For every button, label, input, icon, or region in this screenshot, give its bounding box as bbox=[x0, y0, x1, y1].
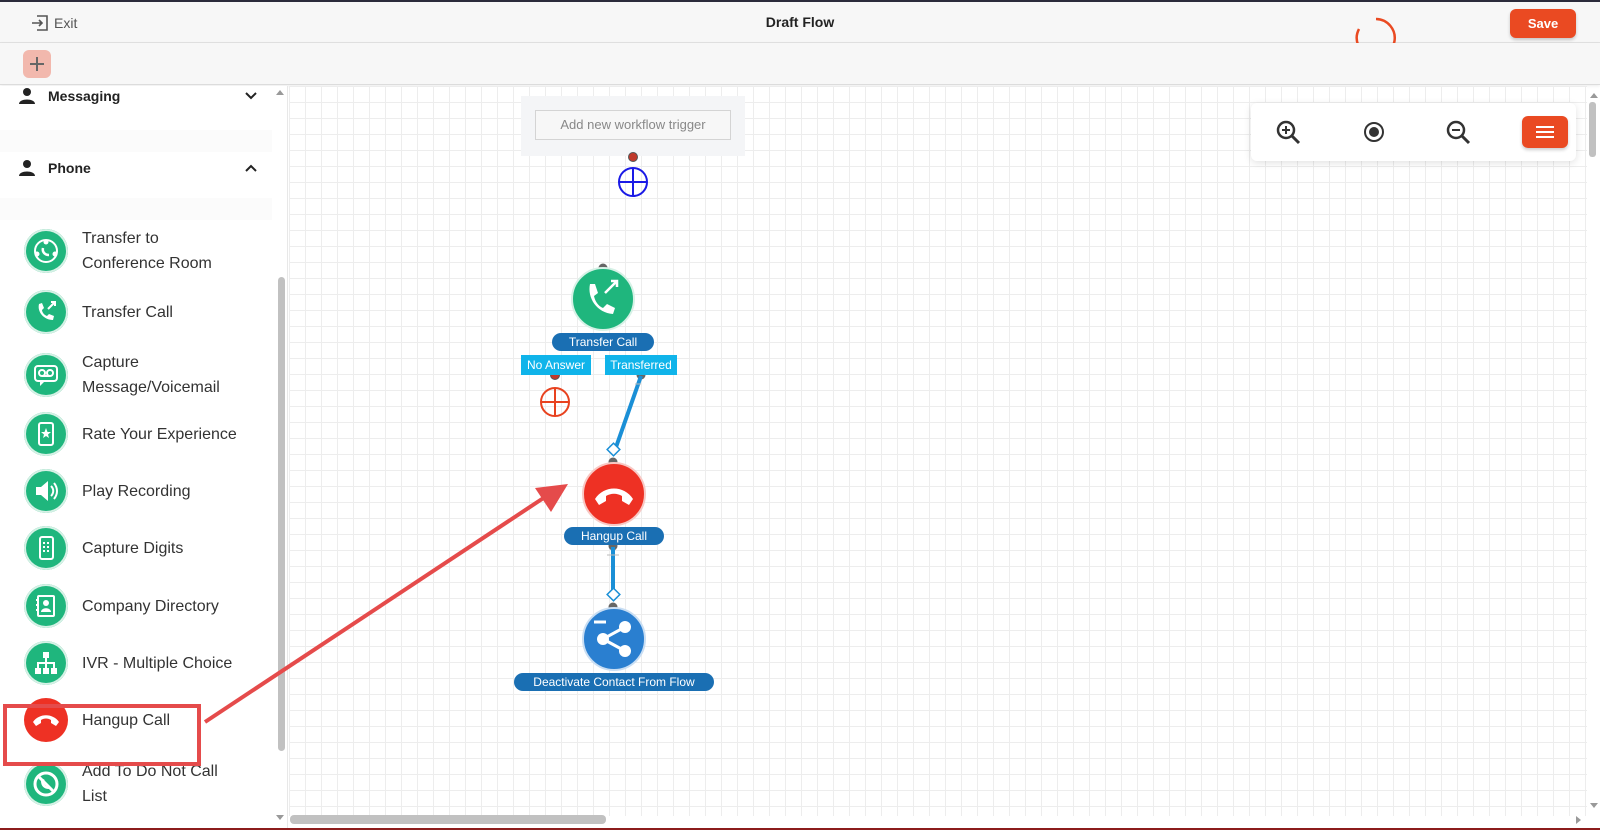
flow-canvas[interactable] bbox=[289, 86, 1587, 816]
save-button[interactable]: Save bbox=[1510, 9, 1576, 38]
sidebar-item-label: Transfer Call bbox=[82, 303, 173, 321]
exit-icon bbox=[32, 15, 48, 31]
zoom-out-icon bbox=[1446, 120, 1471, 145]
sidebar-item-label: Capture Digits bbox=[82, 539, 184, 557]
sidebar-item-label: Rate Your Experience bbox=[82, 425, 237, 443]
sidebar-item-transfer-to-conference-room[interactable]: Transfer to Conference Room bbox=[24, 226, 264, 276]
target-icon bbox=[1364, 122, 1384, 142]
sidebar-item-transfer-call[interactable]: Transfer Call bbox=[24, 290, 264, 334]
scroll-up-arrow-icon[interactable] bbox=[275, 88, 285, 96]
sidebar-item-label: Hangup Call bbox=[82, 711, 171, 729]
plus-icon bbox=[30, 57, 44, 71]
sidebar-item-capture-message[interactable]: Capture Message/Voicemail bbox=[24, 350, 264, 400]
sidebar-item-label: Transfer to Conference Room bbox=[82, 230, 212, 272]
toolbar bbox=[0, 43, 1600, 85]
sidebar-item-label: Play Recording bbox=[82, 482, 191, 500]
section-divider bbox=[0, 130, 272, 152]
branch-no-answer[interactable]: No Answer bbox=[521, 355, 591, 375]
canvas-scroll-up-icon[interactable] bbox=[1589, 91, 1599, 99]
sidebar-item-label: IVR - Multiple Choice bbox=[82, 654, 233, 672]
node-label-hangup-call[interactable]: Hangup Call bbox=[564, 527, 664, 545]
exit-button[interactable]: Exit bbox=[30, 13, 77, 33]
section-phone[interactable]: Phone bbox=[0, 158, 272, 178]
canvas-vertical-scrollbar-thumb[interactable] bbox=[1589, 102, 1596, 157]
sidebar-item-label: Capture Message/Voicemail bbox=[82, 354, 220, 396]
user-icon bbox=[19, 160, 35, 176]
voicemail-icon bbox=[24, 353, 68, 397]
page-title: Draft Flow bbox=[765, 14, 835, 30]
rate-experience-icon bbox=[24, 412, 68, 456]
canvas-scroll-down-icon[interactable] bbox=[1589, 802, 1599, 810]
sidebar-item-capture-digits[interactable]: Capture Digits bbox=[24, 526, 264, 570]
add-workflow-trigger-button[interactable]: Add new workflow trigger bbox=[535, 110, 731, 140]
section-label: Messaging bbox=[48, 88, 121, 104]
section-divider bbox=[0, 198, 272, 220]
sidebar-item-label: Add To Do Not Call List bbox=[82, 763, 218, 805]
annotation-highlight-box bbox=[3, 704, 201, 766]
sidebar-item-play-recording[interactable]: Play Recording bbox=[24, 469, 264, 513]
conference-room-icon bbox=[24, 229, 68, 273]
hamburger-icon bbox=[1536, 126, 1554, 138]
sidebar-item-add-to-do-not-call-list[interactable]: Add To Do Not Call List bbox=[24, 759, 264, 809]
transfer-call-icon bbox=[24, 290, 68, 334]
sidebar-item-label: Company Directory bbox=[82, 597, 219, 615]
chevron-down-icon bbox=[245, 92, 257, 100]
zoom-controls bbox=[1251, 103, 1576, 161]
section-messaging[interactable]: Messaging bbox=[0, 86, 272, 106]
zoom-in-button[interactable] bbox=[1273, 117, 1303, 147]
branch-transferred[interactable]: Transferred bbox=[605, 355, 677, 375]
user-icon bbox=[19, 88, 35, 104]
keypad-phone-icon bbox=[24, 526, 68, 570]
sidebar-item-rate-your-experience[interactable]: Rate Your Experience bbox=[24, 412, 264, 456]
zoom-in-icon bbox=[1276, 120, 1301, 145]
node-label-deactivate-contact[interactable]: Deactivate Contact From Flow bbox=[514, 673, 714, 691]
zoom-out-button[interactable] bbox=[1443, 117, 1473, 147]
sidebar-item-company-directory[interactable]: Company Directory bbox=[24, 584, 264, 628]
sidebar-scrollbar-thumb[interactable] bbox=[278, 277, 285, 751]
scroll-down-arrow-icon[interactable] bbox=[275, 814, 285, 822]
center-view-button[interactable] bbox=[1359, 117, 1389, 147]
sidebar-item-ivr-multiple-choice[interactable]: IVR - Multiple Choice bbox=[24, 641, 264, 685]
bottom-border bbox=[0, 828, 1600, 830]
canvas-horizontal-scrollbar-thumb[interactable] bbox=[290, 815, 606, 824]
directory-icon bbox=[24, 584, 68, 628]
ivr-tree-icon bbox=[24, 641, 68, 685]
add-button[interactable] bbox=[23, 50, 51, 78]
chevron-up-icon bbox=[245, 164, 257, 172]
menu-button[interactable] bbox=[1522, 116, 1568, 148]
section-label: Phone bbox=[48, 160, 91, 176]
canvas-scroll-right-icon[interactable] bbox=[1575, 815, 1583, 825]
speaker-icon bbox=[24, 469, 68, 513]
do-not-call-icon bbox=[24, 762, 68, 806]
exit-label: Exit bbox=[54, 15, 78, 31]
top-bar: Exit Draft Flow Save bbox=[0, 0, 1600, 59]
node-label-transfer-call[interactable]: Transfer Call bbox=[552, 333, 654, 351]
